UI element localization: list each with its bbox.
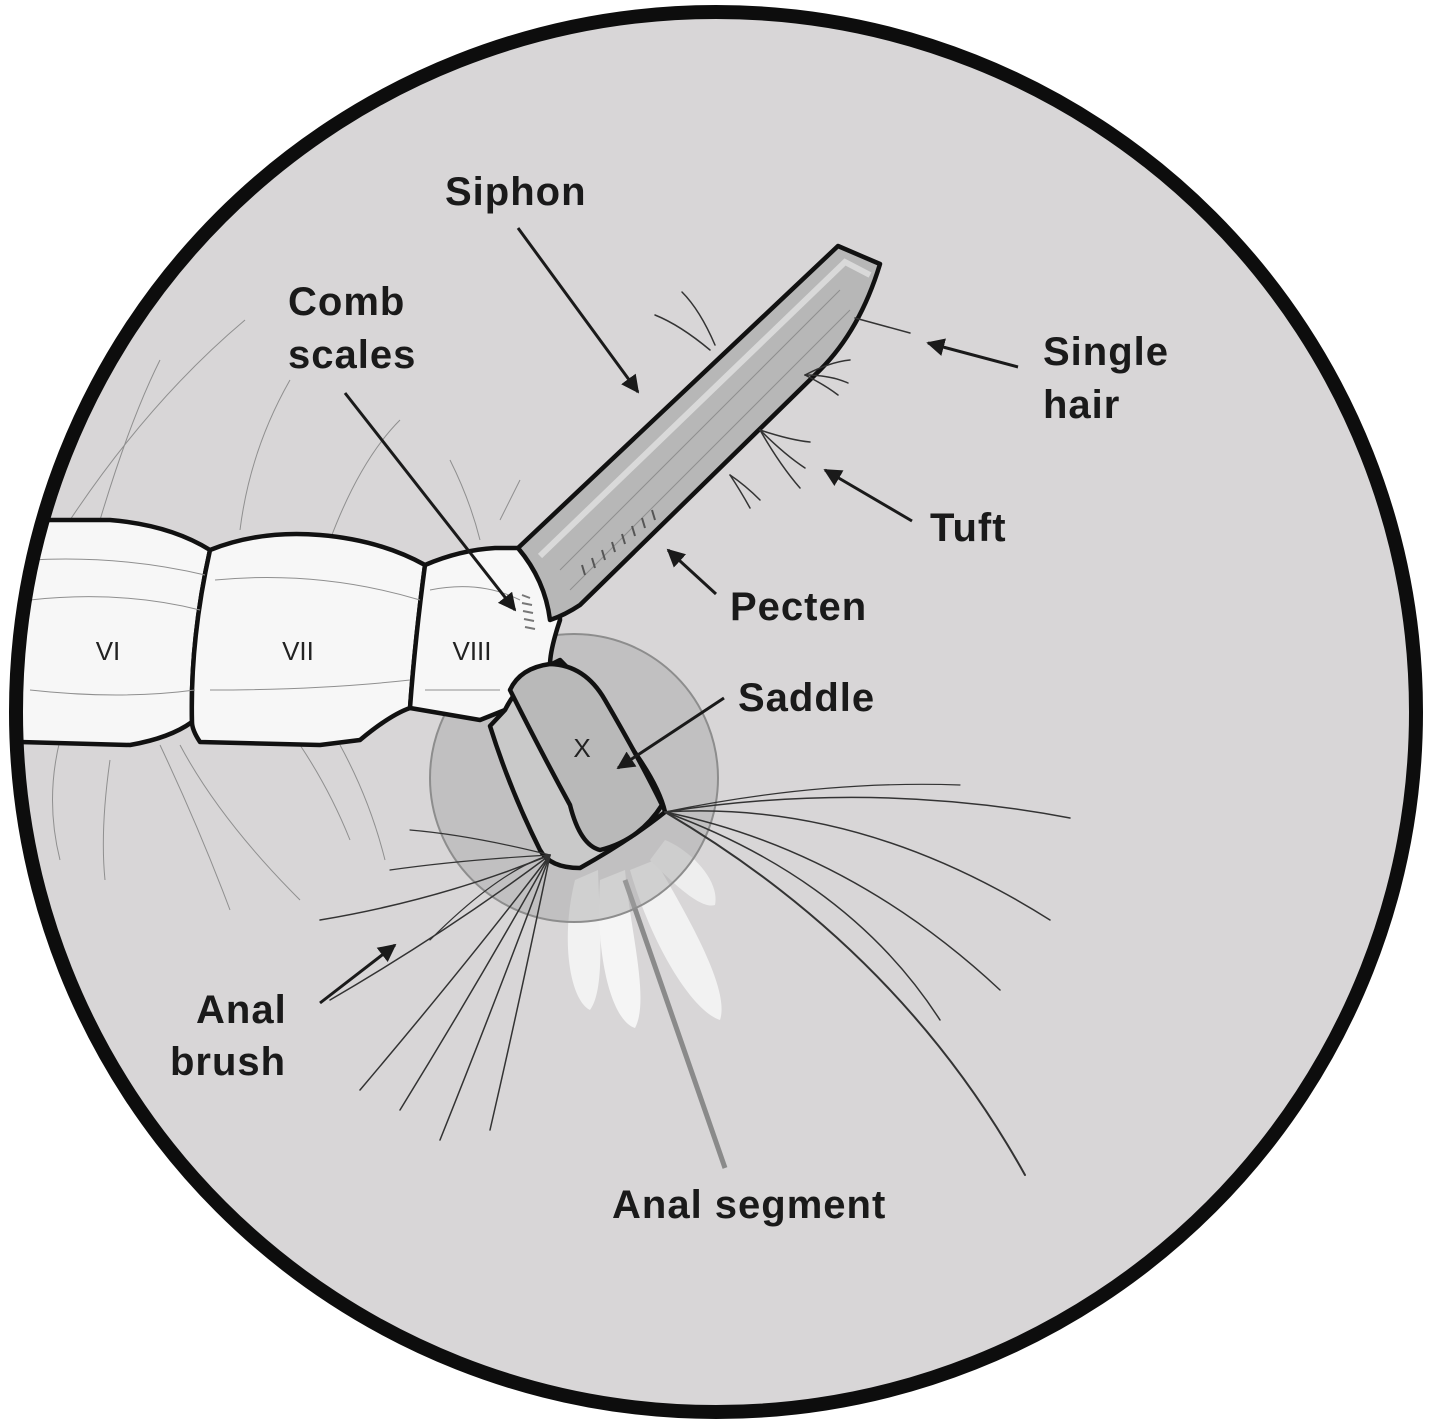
segment-vi xyxy=(17,517,213,748)
anal-brush-hairs xyxy=(319,783,1071,1176)
single-hair-label-line2: hair xyxy=(1043,383,1120,427)
tuft-label: Tuft xyxy=(930,506,1007,550)
segment-vii-label: VII xyxy=(282,636,314,666)
pecten-arrow xyxy=(666,548,718,596)
circle-border xyxy=(9,5,1423,1419)
siphon-hairs xyxy=(654,291,911,509)
siphon xyxy=(515,243,883,623)
saddle-label: Saddle xyxy=(738,676,875,720)
tuft-arrow xyxy=(823,468,913,523)
single-hair-label-line1: Single xyxy=(1043,330,1169,374)
pecten-spines xyxy=(581,509,656,576)
background-circle xyxy=(16,12,1416,1412)
pecten-label: Pecten xyxy=(730,585,867,629)
single-hair-arrow xyxy=(926,338,1019,369)
siphon-label: Siphon xyxy=(445,170,587,214)
anal-segment-label: Anal segment xyxy=(612,1183,886,1227)
anal-brush-label-line2: brush xyxy=(170,1040,286,1084)
siphon-arrow xyxy=(516,227,640,394)
anal-brush-arrow xyxy=(319,943,397,1005)
saddle-arrow xyxy=(616,696,725,770)
comb-scales-arrow xyxy=(343,392,517,612)
abdomen-segments xyxy=(17,517,563,748)
anal-brush-label-line1: Anal xyxy=(196,988,287,1032)
comb-scales-label-line2: scales xyxy=(288,333,416,377)
segment-viii-label: VIII xyxy=(452,636,491,666)
segment-x-label: X xyxy=(573,733,590,763)
anal-segment-x xyxy=(487,657,668,871)
segment-vi-label: VI xyxy=(96,636,121,666)
comb-scales-label-line1: Comb xyxy=(288,280,405,324)
anal-gills xyxy=(567,840,728,1169)
body-hairs xyxy=(52,319,521,911)
comb-scales xyxy=(521,594,536,630)
label-arrows xyxy=(319,227,1019,1005)
